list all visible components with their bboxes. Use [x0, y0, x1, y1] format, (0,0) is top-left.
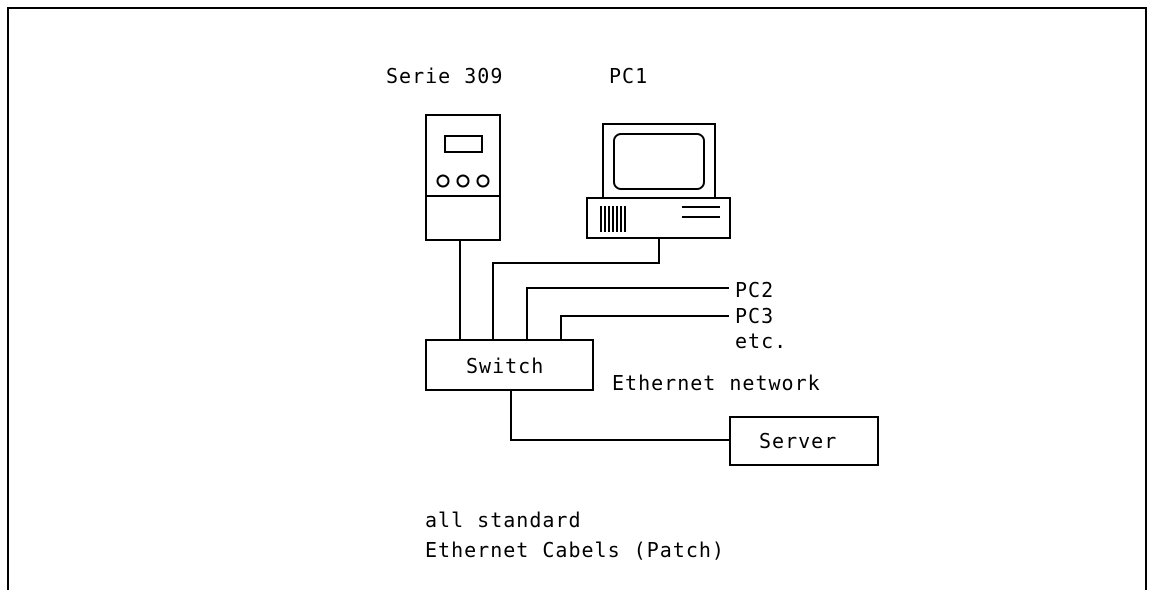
etc-label: etc.	[735, 329, 787, 353]
server	[729, 416, 879, 466]
device-display	[444, 135, 483, 153]
pc2-label: PC2	[735, 278, 774, 302]
note-line-2: Ethernet Cabels (Patch)	[425, 538, 725, 562]
server-box	[729, 416, 879, 466]
frame	[7, 7, 1147, 590]
device-button-1	[436, 174, 450, 188]
pc1-computer	[586, 123, 731, 239]
pc3-label: PC3	[735, 304, 774, 328]
cable-switch-server	[510, 389, 731, 441]
server-label: Server	[759, 429, 837, 453]
pc1-vent-slots	[600, 206, 626, 232]
serie-309-label: Serie 309	[386, 64, 503, 88]
ethernet-network-label: Ethernet network	[612, 371, 821, 395]
serie-309-device	[425, 114, 501, 241]
note-line-1: all standard	[425, 508, 582, 532]
pc1-label: PC1	[609, 64, 648, 88]
switch	[425, 339, 594, 391]
device-button-2	[456, 174, 470, 188]
cable-pc1-switch	[492, 237, 660, 341]
device-button-3	[476, 174, 490, 188]
switch-label: Switch	[466, 354, 544, 378]
cable-pc3-switch	[560, 315, 729, 341]
pc1-screen	[613, 133, 705, 190]
switch-box	[425, 339, 594, 391]
ethernet-cables	[459, 237, 731, 441]
cable-pc2-switch	[526, 287, 729, 341]
